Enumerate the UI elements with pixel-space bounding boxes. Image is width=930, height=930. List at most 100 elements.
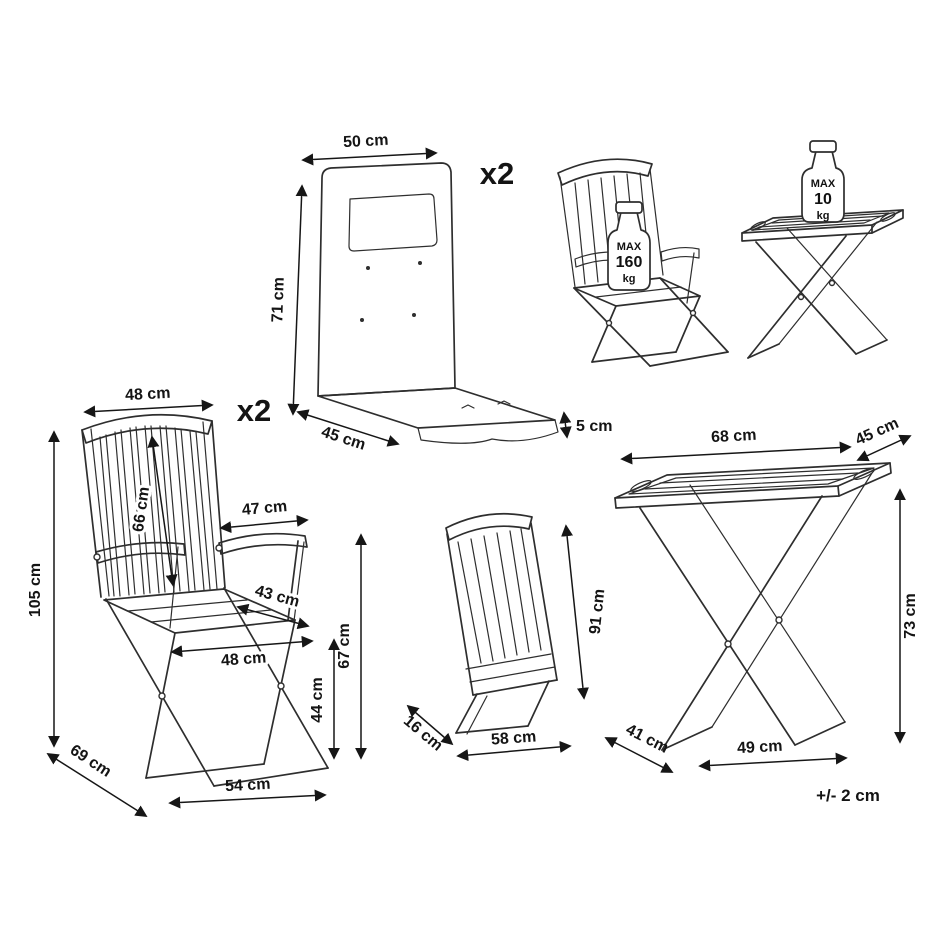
table-top-width-label: 68 cm [711,427,757,446]
cushion-back-outline [317,162,456,397]
cushion-depth-label: 45 cm [319,424,367,454]
tray-top-inner-rim [751,212,890,231]
folding-hinge [775,616,783,624]
folding-hinge [605,319,613,327]
recline-hinge [215,544,223,552]
chair-back-height-label: 66 cm [130,486,153,533]
tray-handle-right [880,212,896,222]
chair-armrest-right [218,532,308,555]
cushion-seat-stitch [461,404,475,409]
weight-bottle-cap [615,201,643,214]
tray-front-edge [614,485,840,509]
table-weight-bottle-icon: MAX 10 kg [801,140,845,223]
cushion-height-dim-arrow [287,184,308,416]
cushion-button [412,313,416,317]
tray-handle-left [630,480,652,492]
tray-handle-left [750,221,766,231]
chair-seat-depth-label: 43 cm [253,583,301,611]
large-table-legs [639,472,873,751]
table-base-depth-dim-arrow [604,737,674,773]
chair-armrest-length-label: 47 cm [241,498,288,519]
folded-chair-slats [457,528,542,664]
folded-chair-top-rail [445,512,533,541]
small-chair-drawing [557,158,729,367]
chair-total-depth-label: 69 cm [67,742,114,781]
chair-base-width-label: 54 cm [225,776,271,795]
tray-handle-right [853,468,875,480]
weight-bottle-cap [809,140,837,153]
cushion-depth-dim-arrow [296,409,400,447]
chair-max-load-diagram: MAX 160 kg [557,158,729,367]
chair-seat-depth-dim-arrow [236,603,310,630]
cushion-seat-stitch [497,400,511,405]
small-table-drawing [741,209,904,359]
chair-weight-bottle-icon: MAX 160 kg [607,201,651,291]
table-base-depth-label: 41 cm [623,721,671,757]
chair-armrest-length-dim-arrow [219,514,309,534]
tray-right-edge [838,462,892,497]
recline-hinge [93,553,101,561]
folded-chair-legs [455,680,550,735]
folding-hinge [797,293,805,301]
cushion-quantity-label: x2 [480,156,514,191]
chair-seat-height-label: 44 cm [309,677,326,722]
folded-chair-height-dim-arrow [561,524,589,700]
table-max-load-unit: kg [817,210,830,222]
table-dimensions-diagram: 68 cm 45 cm 73 cm 41 cm 49 cm [604,415,919,773]
cushion-width-dim-arrow [301,147,438,166]
chair-back-width-label: 48 cm [125,385,171,404]
folding-hinge [828,279,836,287]
chair-base-width-dim-arrow [168,789,327,809]
chair-back-slats [99,425,211,597]
tolerance-note: +/- 2 cm [816,786,880,805]
chair-armrest-height-label: 67 cm [336,623,353,668]
chair-top-rail [557,158,653,186]
chair-armrest-left [95,541,186,564]
folding-hinge [277,682,285,690]
chair-top-rail [81,413,213,444]
chair-max-load-unit: kg [623,273,636,285]
cushion-thickness-label: 5 cm [576,418,612,435]
folded-chair-width-dim-arrow [456,740,572,762]
chair-quantity-label: x2 [237,393,271,428]
table-max-load-value: 10 [814,191,832,208]
chair-legs [573,277,729,367]
cushion-button [360,318,364,322]
cushion-width-label: 50 cm [343,132,389,151]
small-table-legs [747,221,888,359]
chair-seat-width-dim-arrow [170,635,314,658]
cushion-drawing [317,162,559,444]
chair-armrest-left [574,251,613,268]
table-max-load-word: MAX [811,178,836,190]
chair-dimensions-diagram: 48 cm x2 105 cm 66 cm 47 cm 43 cm 48 cm … [27,385,367,817]
cushion-seat-front-edge [417,419,559,444]
table-height-label: 73 cm [902,593,919,638]
folded-chair-width-label: 58 cm [490,728,536,748]
cushion-thickness-dim-arrow [559,411,572,439]
table-base-width-dim-arrow [698,752,848,772]
folding-hinge [724,640,732,648]
table-top-width-dim-arrow [620,441,852,465]
tray-right-edge [871,209,904,234]
chair-back-height-dim-arrow [147,435,178,587]
cushion-height-label: 71 cm [269,277,288,323]
cushion-button [418,261,422,265]
folded-chair-height-label: 91 cm [587,588,609,635]
cushion-diagram: 50 cm 71 cm 45 cm 5 cm x2 [269,132,612,454]
chair-max-load-value: 160 [616,254,643,271]
folded-chair-drawing [445,512,558,735]
folding-hinge [689,309,697,317]
folded-chair-thickness-dim-arrow [406,704,454,746]
folding-hinge [158,692,166,700]
table-top-depth-dim-arrow [856,434,912,462]
chair-back-width-dim-arrow [83,399,214,418]
table-max-load-diagram: MAX 10 kg [741,140,904,359]
large-table-drawing [614,462,892,751]
chair-total-depth-dim-arrow [46,753,148,817]
folded-chair-diagram: 91 cm 16 cm 58 cm [400,512,609,762]
cushion-seat-top [317,387,556,429]
chair-seat-width-label: 48 cm [220,649,266,669]
chair-max-load-word: MAX [617,241,642,253]
table-base-width-label: 49 cm [737,738,783,757]
